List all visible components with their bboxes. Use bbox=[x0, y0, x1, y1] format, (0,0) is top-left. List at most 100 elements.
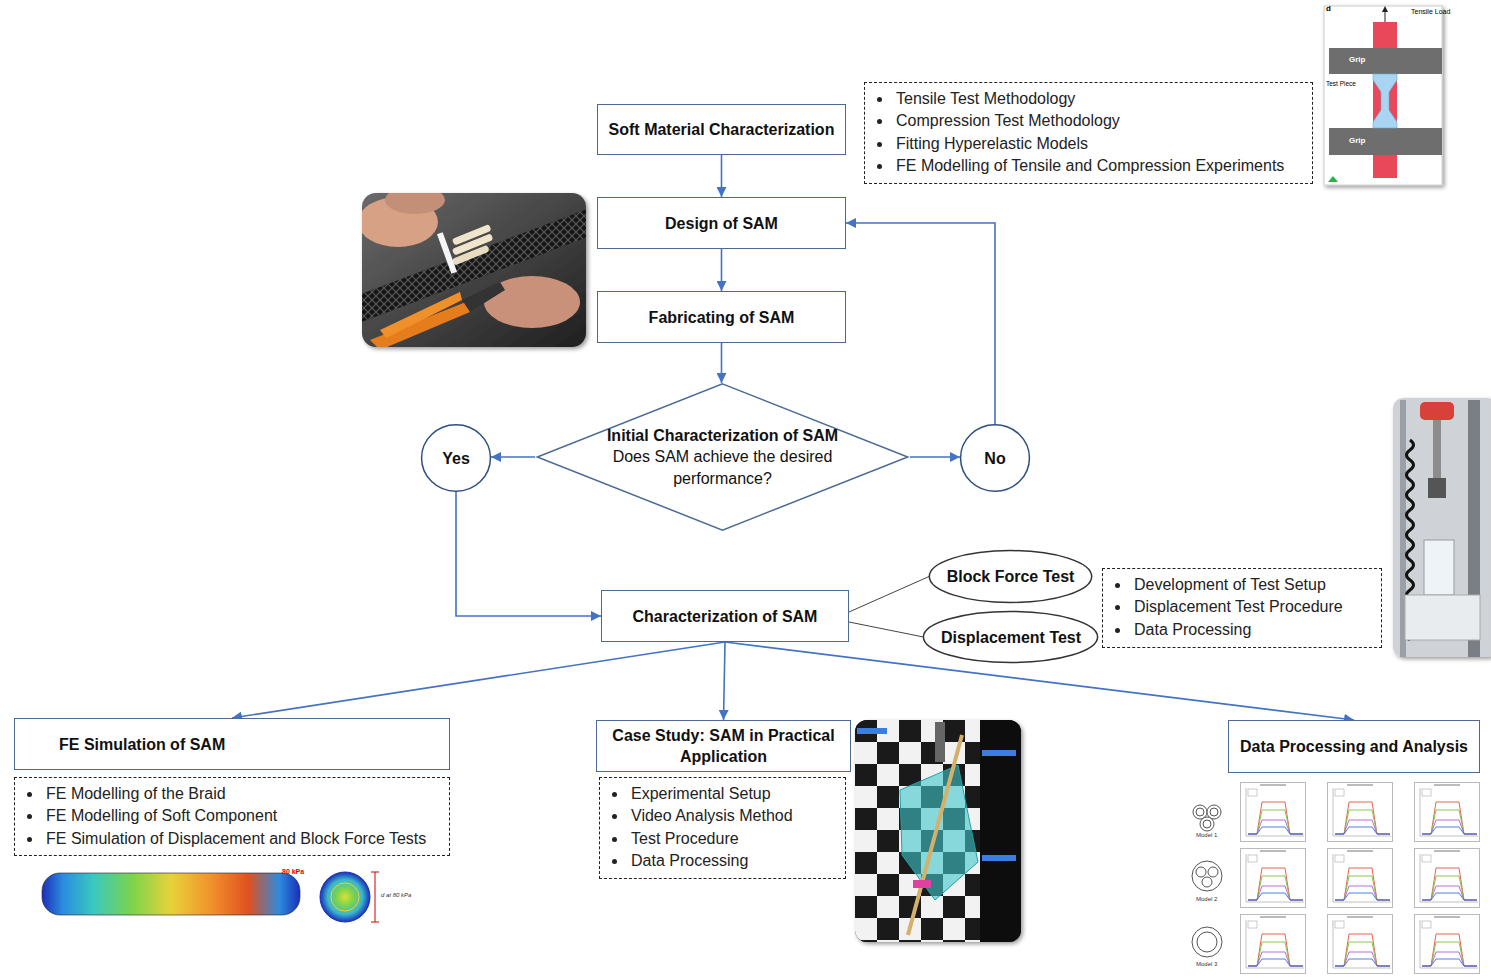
bullet-dot bbox=[612, 837, 617, 842]
flow-arrow bbox=[456, 492, 601, 616]
bullet-dot bbox=[27, 814, 32, 819]
case-study-photo bbox=[855, 720, 1021, 942]
bullet-text: Compression Test Methodology bbox=[896, 110, 1120, 132]
pressure-label: 80 kPa bbox=[282, 868, 304, 876]
grip bbox=[1329, 48, 1442, 74]
text-group: No bbox=[984, 448, 1005, 469]
bullet-text: FE Modelling of Soft Component bbox=[46, 805, 277, 827]
node-title: Yes bbox=[442, 448, 470, 469]
fe-inner-ring bbox=[331, 883, 359, 911]
yes-circle: Yes bbox=[421, 424, 491, 492]
bullet-row: FE Modelling of the Braid bbox=[27, 783, 426, 805]
model-icon bbox=[1197, 932, 1217, 952]
bullet-row: Video Analysis Method bbox=[612, 805, 793, 827]
test-ellipse: Block Force Test bbox=[928, 550, 1093, 603]
bullet-row: FE Modelling of Tensile and Compression … bbox=[877, 155, 1284, 177]
bullet-dot bbox=[612, 859, 617, 864]
node-title: Soft Material Characterization bbox=[609, 119, 835, 140]
process-box: Data Processing and Analysis bbox=[1228, 720, 1480, 773]
decision-diamond: Initial Characterization of SAMDoes SAM … bbox=[535, 383, 910, 531]
flow-arrow bbox=[721, 343, 723, 383]
tracked-region bbox=[900, 765, 978, 900]
text-group: Displacement Test bbox=[941, 627, 1081, 648]
dimension-label: d at 80 kPa bbox=[381, 892, 411, 899]
bullet-row: FE Modelling of Soft Component bbox=[27, 805, 426, 827]
soft-tube bbox=[452, 245, 490, 266]
dimension-label: d bbox=[1326, 4, 1331, 13]
bullet-row: Experimental Setup bbox=[612, 783, 793, 805]
case-study-content bbox=[855, 720, 1021, 942]
bullet-text: Development of Test Setup bbox=[1134, 574, 1326, 596]
flow-arrow bbox=[846, 223, 995, 424]
text-group: Tensile Test MethodologyCompression Test… bbox=[877, 88, 1284, 178]
bullet-dot bbox=[877, 164, 882, 169]
connector-line bbox=[849, 622, 924, 637]
chart-thumbnail bbox=[1241, 849, 1306, 908]
question-text: Does SAM achieve the desired performance… bbox=[593, 446, 853, 490]
bullet-list-box: Development of Test SetupDisplacement Te… bbox=[1102, 568, 1382, 648]
bullet-dot bbox=[877, 119, 882, 124]
text-group: Fabricating of SAM bbox=[649, 307, 795, 328]
pliers bbox=[370, 302, 470, 347]
bullet-text: Experimental Setup bbox=[631, 783, 771, 805]
chart-thumbnail bbox=[1241, 783, 1306, 842]
bullet-text: Tensile Test Methodology bbox=[896, 88, 1075, 110]
node-title: Characterization of SAM bbox=[633, 606, 818, 627]
braid-photo-content bbox=[362, 193, 586, 347]
bullet-row: Fitting Hyperelastic Models bbox=[877, 133, 1284, 155]
chart-thumbnail bbox=[1415, 783, 1480, 842]
model-icon bbox=[1210, 808, 1218, 816]
bullet-text: Data Processing bbox=[631, 850, 748, 872]
text-group: Block Force Test bbox=[947, 566, 1075, 587]
bullet-dot bbox=[612, 792, 617, 797]
process-box: Design of SAM bbox=[597, 197, 846, 249]
measure-tag bbox=[982, 750, 1016, 756]
process-box: Characterization of SAM bbox=[601, 590, 849, 642]
bullet-list-box: FE Modelling of the BraidFE Modelling of… bbox=[14, 777, 450, 856]
bullet-text: Displacement Test Procedure bbox=[1134, 596, 1343, 618]
chart-thumbnail bbox=[1328, 915, 1393, 974]
flow-arrow bbox=[721, 155, 723, 197]
chart-thumbnail bbox=[1328, 849, 1393, 908]
bullet-list-box: Experimental SetupVideo Analysis MethodT… bbox=[599, 777, 846, 879]
bullet-dot bbox=[877, 97, 882, 102]
rod bbox=[1433, 420, 1441, 480]
test-piece bbox=[1373, 74, 1397, 128]
node-title: Design of SAM bbox=[665, 213, 778, 234]
measure-tag bbox=[857, 728, 887, 734]
grip-label: Grip bbox=[1349, 136, 1365, 145]
model-icon bbox=[1203, 820, 1211, 828]
model-icon bbox=[1200, 817, 1214, 831]
dark-background bbox=[980, 720, 1021, 942]
model-icon bbox=[1192, 861, 1222, 891]
ellipse-shape bbox=[924, 612, 1098, 663]
bullet-dot bbox=[27, 837, 32, 842]
part-label: Test Piece bbox=[1326, 80, 1356, 87]
chart-thumbnail bbox=[1415, 849, 1480, 908]
clamp bbox=[1428, 478, 1446, 498]
axis-marker bbox=[1328, 176, 1338, 182]
connector-line bbox=[849, 577, 929, 613]
load-arrow bbox=[1385, 11, 1386, 22]
checkerboard bbox=[855, 720, 980, 942]
node-title: Initial Characterization of SAM bbox=[593, 425, 853, 446]
ellipse-shape bbox=[929, 551, 1091, 603]
text-group: FE Modelling of the BraidFE Modelling of… bbox=[27, 783, 426, 850]
bullet-dot bbox=[1115, 628, 1120, 633]
load-label: Tensile Load bbox=[1411, 8, 1450, 16]
model-icon bbox=[1196, 808, 1204, 816]
no-circle: No bbox=[960, 424, 1030, 492]
marker bbox=[913, 880, 931, 888]
node-title: FE Simulation of SAM bbox=[59, 734, 225, 755]
circle-shape bbox=[961, 425, 1030, 492]
model-icon bbox=[1192, 927, 1222, 957]
bullet-dot bbox=[27, 792, 32, 797]
bullet-row: Data Processing bbox=[612, 850, 793, 872]
bullet-row: Test Procedure bbox=[612, 828, 793, 850]
test-ellipse: Displacement Test bbox=[922, 611, 1099, 663]
text-group: Characterization of SAM bbox=[633, 606, 818, 627]
text-group: Data Processing and Analysis bbox=[1240, 736, 1468, 757]
chart-thumbnail bbox=[1328, 783, 1393, 842]
hand bbox=[385, 193, 445, 214]
bullet-text: Data Processing bbox=[1134, 619, 1251, 641]
